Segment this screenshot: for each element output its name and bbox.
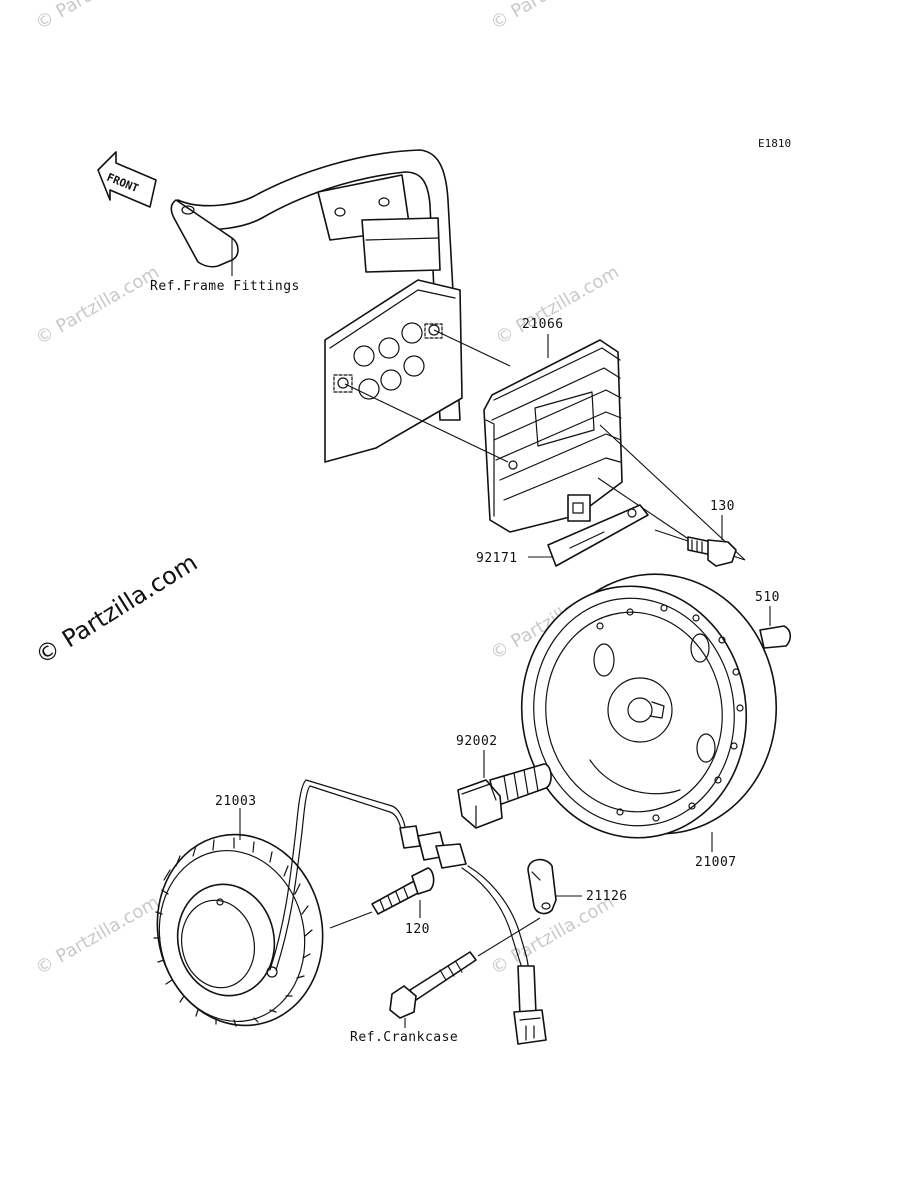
- watermark-top-left: © Partzilla.com: [32, 0, 163, 34]
- label-regulator: 21066: [522, 317, 564, 332]
- watermark-prominent: © Partzilla.com: [30, 548, 202, 670]
- label-bolt-130: 130: [710, 499, 735, 514]
- label-plate: 92171: [476, 551, 518, 566]
- label-crankcase: Ref.Crankcase: [350, 1030, 458, 1045]
- label-rotor: 21007: [695, 855, 737, 870]
- crankcase-bolt: [389, 951, 477, 1019]
- label-key-510: 510: [755, 590, 780, 605]
- label-bolt-120: 120: [405, 922, 430, 937]
- alignment-bolt-120: [329, 911, 373, 929]
- watermark-top-right: © Partzilla.com: [487, 0, 618, 34]
- wire-clamp: [527, 858, 557, 915]
- label-clamp: 21126: [586, 889, 628, 904]
- alignment-crankcase: [477, 917, 541, 957]
- diagram-code: E1810: [758, 137, 791, 150]
- label-frame-fittings: Ref.Frame Fittings: [150, 279, 300, 294]
- rotor-flywheel: [520, 573, 778, 839]
- alignment-lines: [344, 329, 746, 561]
- front-arrow: FRONT: [97, 151, 157, 208]
- stator-wire-harness: [269, 779, 547, 1045]
- frame-bracket: [170, 149, 463, 463]
- label-stator: 21003: [215, 794, 257, 809]
- bolt-130: [687, 536, 737, 567]
- regulator-rectifier: [483, 339, 623, 533]
- woodruff-key: [759, 625, 792, 649]
- watermark-low-left: © Partzilla.com: [32, 892, 163, 980]
- stator: [153, 833, 324, 1027]
- front-arrow-shape: [97, 151, 157, 208]
- watermark-mid-right: © Partzilla.com: [492, 262, 623, 350]
- bolt-92002: [457, 763, 552, 829]
- label-bolt-92002: 92002: [456, 734, 498, 749]
- bolt-120: [371, 867, 435, 915]
- mounting-plate: [547, 504, 649, 567]
- watermark-mid-left: © Partzilla.com: [32, 262, 163, 350]
